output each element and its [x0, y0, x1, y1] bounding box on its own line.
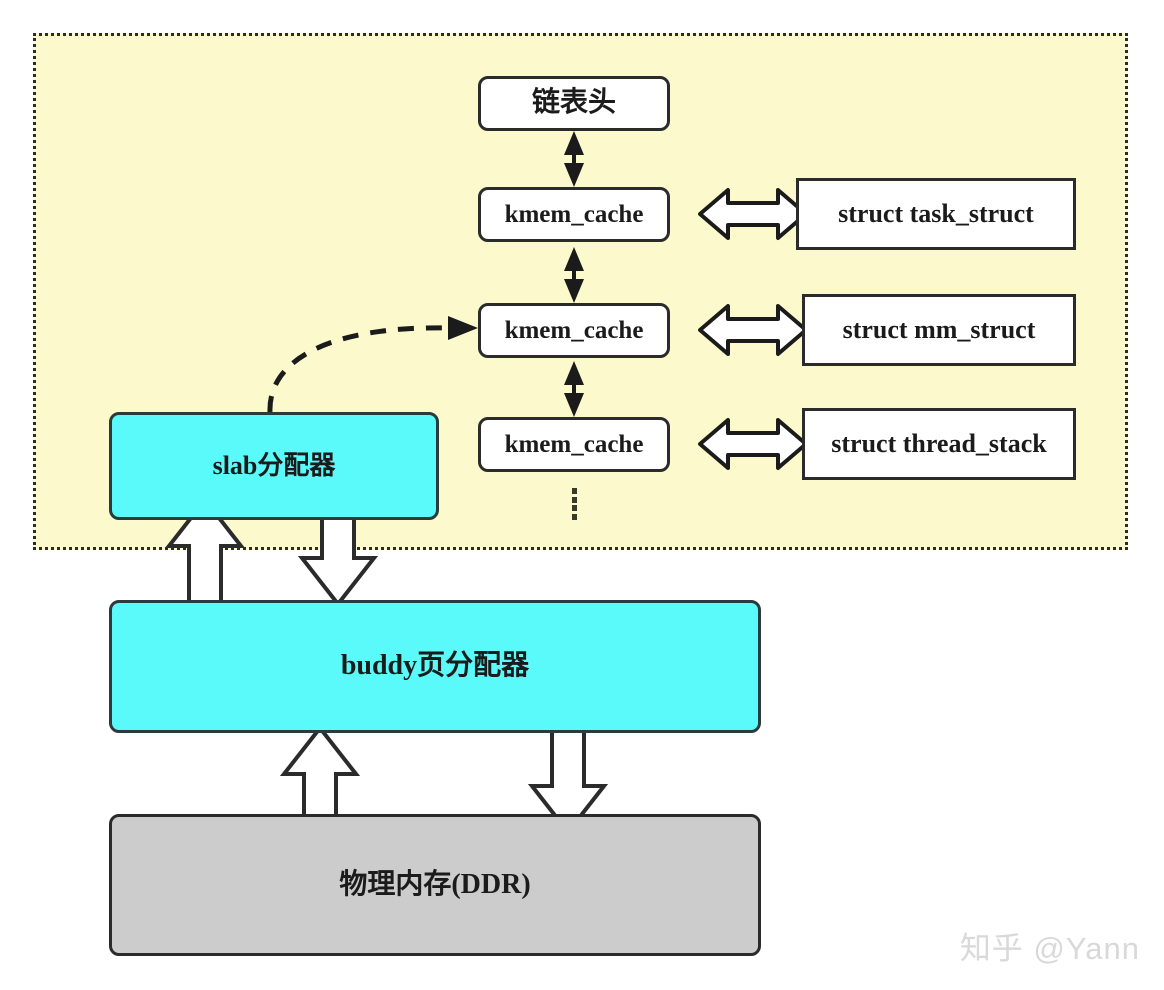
node-struct-mm-struct[interactable]: struct mm_struct [802, 294, 1076, 366]
node-list-head-label: 链表头 [531, 87, 616, 119]
node-buddy-allocator-label: buddy页分配器 [340, 650, 530, 682]
watermark: 知乎 @Yann [959, 931, 1140, 966]
node-kmem-cache-1-label: kmem_cache [504, 200, 644, 228]
node-physical-memory[interactable]: 物理内存(DDR) [109, 814, 761, 956]
node-kmem-cache-3[interactable]: kmem_cache [478, 417, 670, 472]
node-slab-allocator[interactable]: slab分配器 [109, 412, 439, 520]
node-kmem-cache-3-label: kmem_cache [504, 430, 644, 458]
node-struct-thread-stack[interactable]: struct thread_stack [802, 408, 1076, 480]
node-struct-mm-struct-label: struct mm_struct [842, 314, 1036, 344]
node-list-head[interactable]: 链表头 [478, 76, 670, 131]
node-kmem-cache-2[interactable]: kmem_cache [478, 303, 670, 358]
node-slab-allocator-label: slab分配器 [212, 450, 336, 480]
node-kmem-cache-2-label: kmem_cache [504, 316, 644, 344]
more-kmem-caches-ellipsis-icon [571, 488, 577, 520]
node-struct-task-struct-label: struct task_struct [838, 198, 1034, 228]
node-buddy-allocator[interactable]: buddy页分配器 [109, 600, 761, 733]
node-physical-memory-label: 物理内存(DDR) [339, 868, 531, 900]
node-struct-task-struct[interactable]: struct task_struct [796, 178, 1076, 250]
node-kmem-cache-1[interactable]: kmem_cache [478, 187, 670, 242]
node-struct-thread-stack-label: struct thread_stack [831, 428, 1047, 458]
